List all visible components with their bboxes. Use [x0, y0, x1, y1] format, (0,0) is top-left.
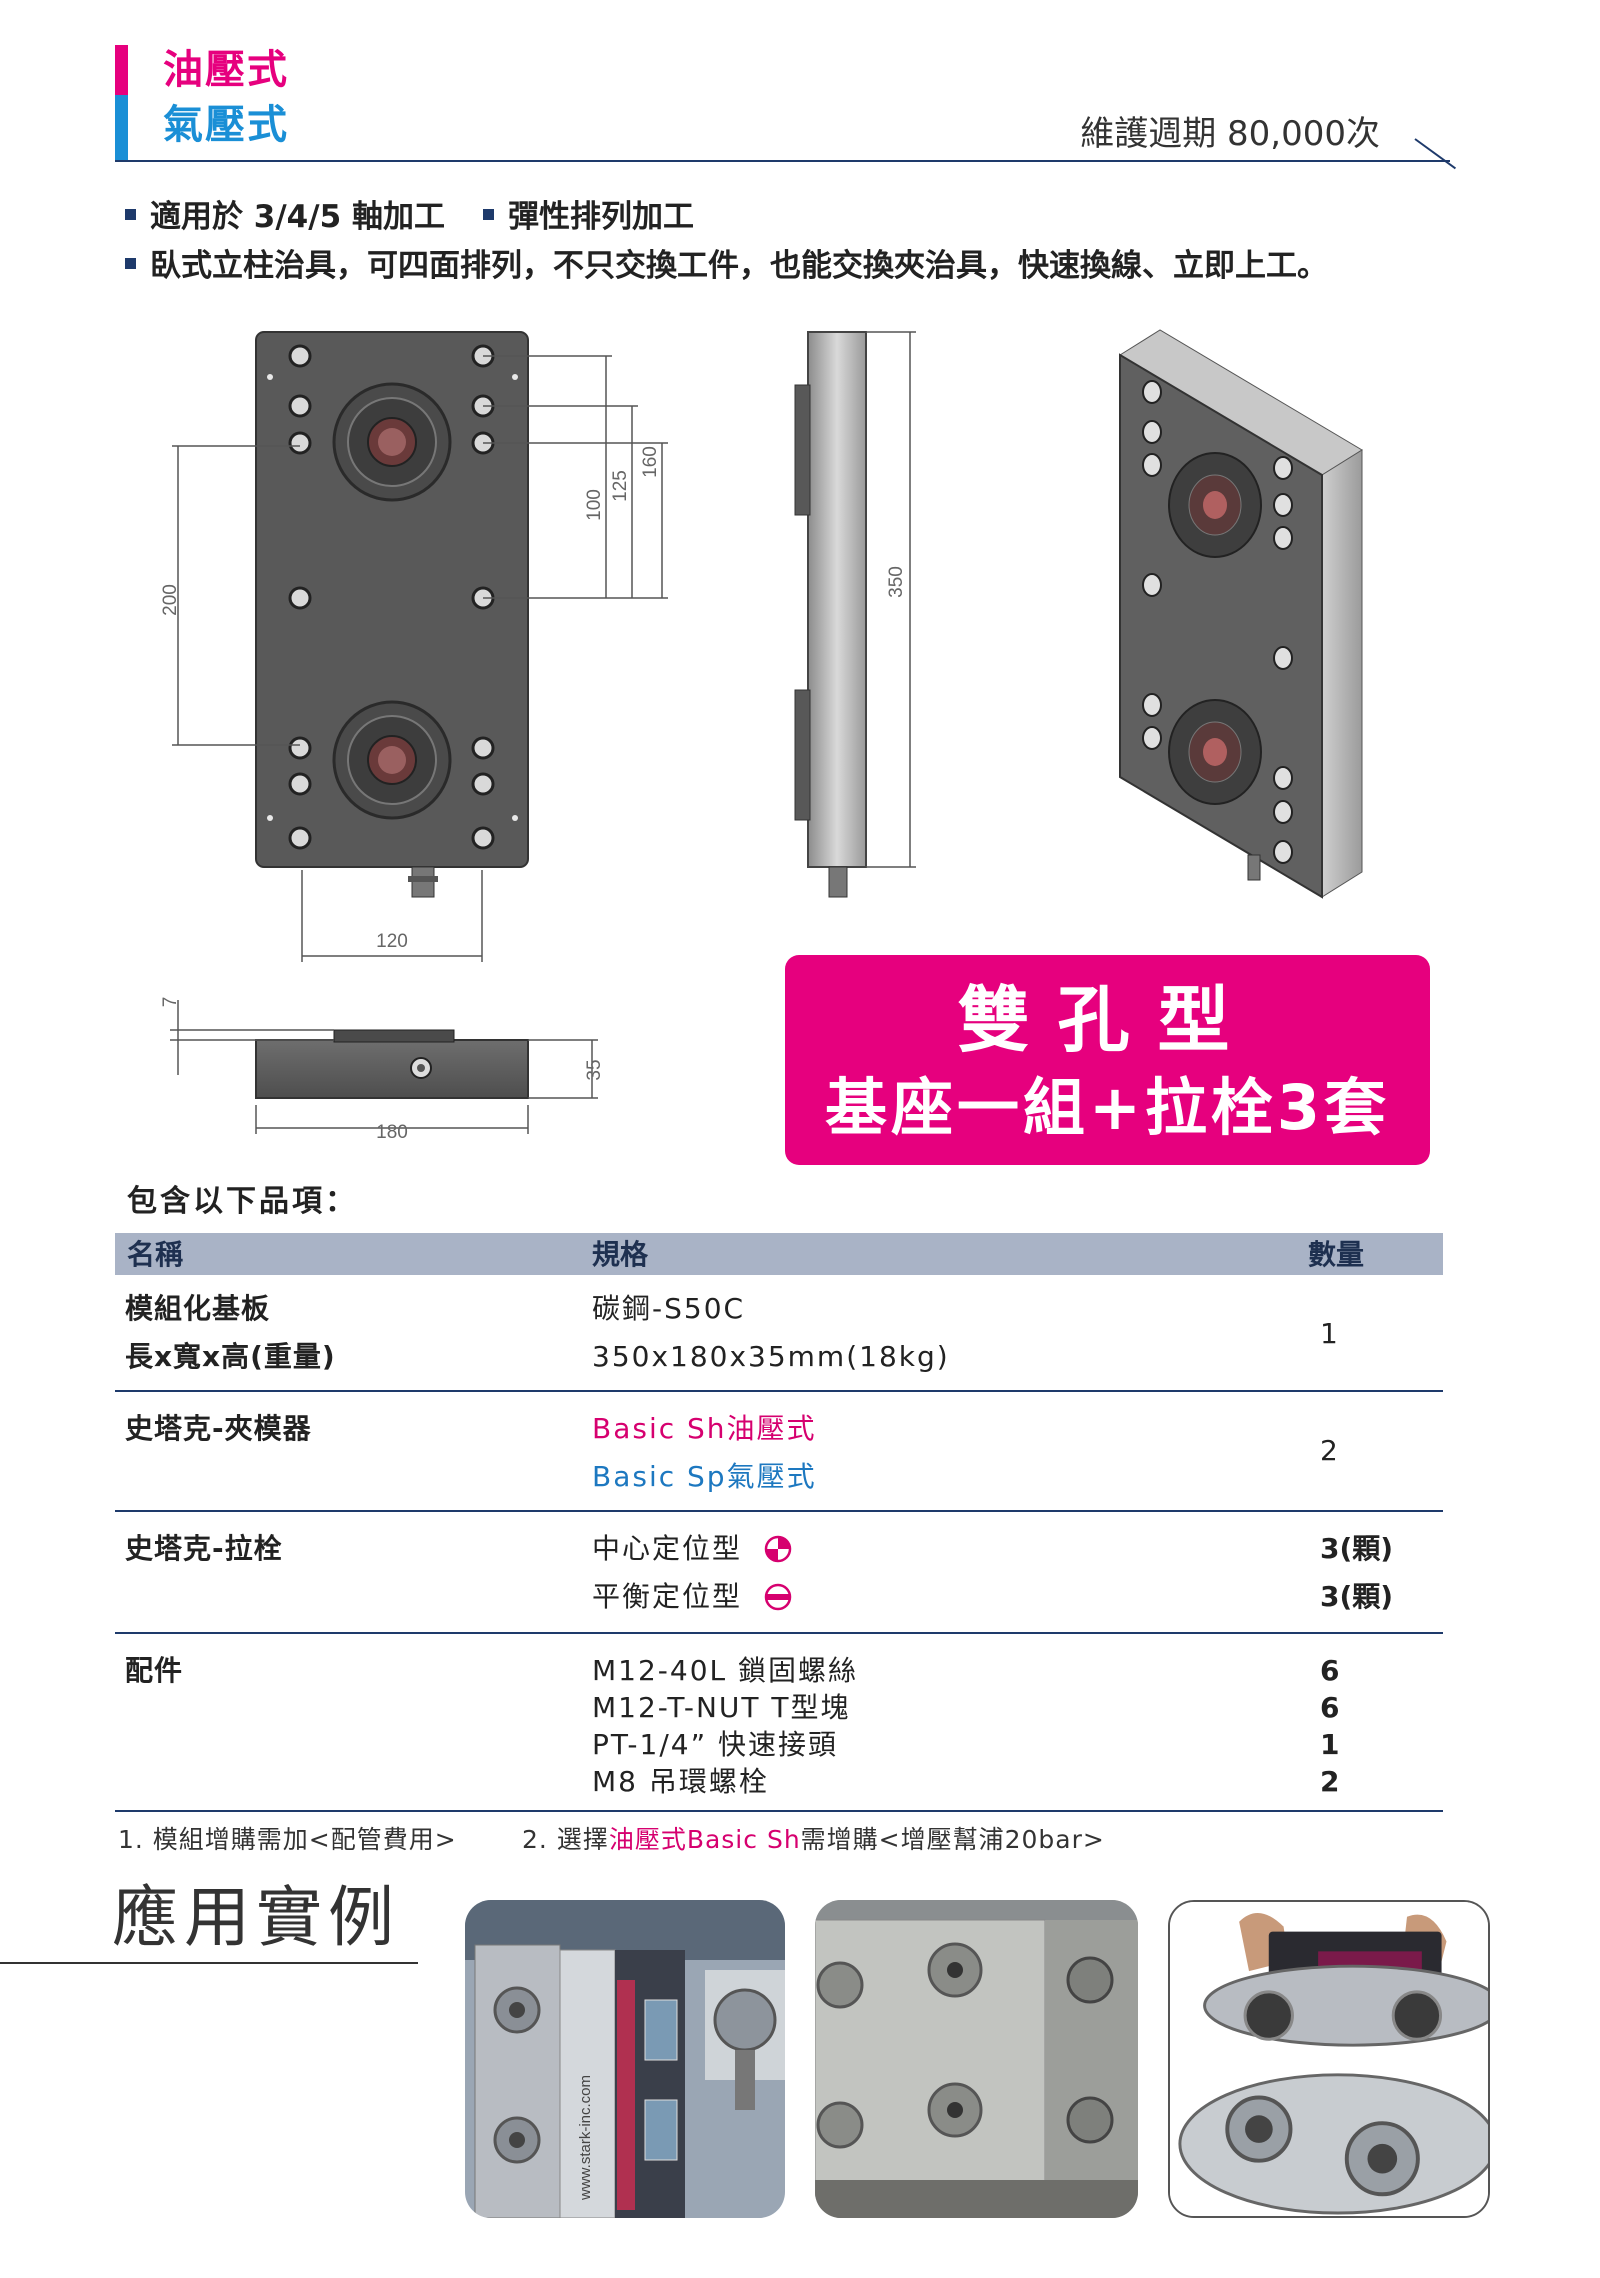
dim-label-200: 200: [160, 584, 181, 616]
row-baseplate-dim-label: 長x寬x高(重量): [125, 1340, 336, 1373]
column-header-name: 名稱: [127, 1238, 184, 1271]
row-divider: [115, 1390, 1443, 1392]
dim-label-160: 160: [640, 446, 661, 478]
row-divider: [115, 1510, 1443, 1512]
header-divider: [115, 160, 1450, 162]
row-clamp-name: 史塔克-夾模器: [125, 1412, 312, 1445]
dim-label-180: 180: [376, 1122, 408, 1143]
row-divider: [115, 1632, 1443, 1634]
row-pullstud-qty-center: 3(顆): [1320, 1532, 1394, 1565]
row-clamp-qty: 2: [1320, 1434, 1338, 1467]
feature-line-1: 適用於 3/4/5 軸加工 彈性排列加工: [125, 197, 694, 237]
table-header: [115, 1233, 1443, 1275]
column-header-qty: 數量: [1308, 1238, 1365, 1271]
row-clamp-spec-hydraulic: Basic Sh油壓式: [592, 1412, 817, 1445]
type-hydraulic-label: 油壓式: [163, 47, 289, 93]
bottom-view: [255, 1029, 529, 1099]
technical-drawings: 200 100 125 160 120 350: [160, 329, 1363, 1143]
row-baseplate-dimensions: 350x180x35mm(18kg): [592, 1340, 950, 1373]
row-accessory-spec: M12-T-NUT T型塊: [592, 1691, 851, 1724]
row-accessory-qty: 6: [1320, 1691, 1340, 1724]
badge-type: 雙孔型: [957, 978, 1258, 1062]
bullet-square-icon: [125, 258, 136, 269]
type-pneumatic-label: 氣壓式: [163, 102, 289, 148]
header-divider-tail: [1414, 138, 1457, 170]
header-accent-blue: [115, 95, 128, 160]
header-accent-pink: [115, 45, 128, 95]
row-accessory-qty: 2: [1320, 1765, 1340, 1798]
note-pump-suffix: 需增購<增壓幫浦20bar>: [800, 1825, 1105, 1854]
row-accessory-spec: M12-40L 鎖固螺絲: [592, 1654, 859, 1687]
front-dimensions: [172, 355, 668, 962]
row-clamp-spec-pneumatic: Basic Sp氣壓式: [592, 1460, 817, 1493]
dim-label-100: 100: [584, 489, 605, 521]
side-view: [794, 331, 867, 898]
feature-flexible-arrangement: 彈性排列加工: [507, 199, 694, 235]
application-photo-quick-change: [1168, 1900, 1490, 2218]
row-baseplate-qty: 1: [1320, 1317, 1338, 1350]
dim-label-7: 7: [160, 997, 181, 1008]
isometric-view: [1119, 329, 1363, 899]
note-pump-highlight: 油壓式Basic Sh: [608, 1825, 801, 1854]
row-pullstud-spec-balance: 平衡定位型: [592, 1580, 743, 1613]
note-pump: 2. 選擇油壓式Basic Sh需增購<增壓幫浦20bar>: [522, 1822, 1105, 1858]
dim-label-120: 120: [376, 931, 408, 952]
dim-label-350: 350: [886, 566, 907, 598]
note-pump-prefix: 2. 選擇: [522, 1825, 609, 1854]
dim-label-125: 125: [610, 470, 631, 502]
row-accessory-spec: PT-1/4” 快速接頭: [592, 1728, 838, 1761]
photo-watermark-url: www.stark-inc.com: [577, 2075, 594, 2201]
row-baseplate-name: 模組化基板: [125, 1292, 271, 1325]
badge-contents: 基座一組+拉栓3套: [824, 1071, 1391, 1144]
bullet-square-icon: [125, 209, 136, 220]
balance-locating-icon: [764, 1583, 792, 1611]
note-piping-fee: 1. 模組增購需加<配管費用>: [118, 1825, 457, 1854]
row-baseplate-material: 碳鋼-S50C: [592, 1292, 746, 1325]
bullet-square-icon: [482, 209, 494, 220]
included-items-title: 包含以下品項：: [127, 1184, 358, 1219]
row-divider: [115, 1810, 1443, 1812]
applications-underline: [0, 1962, 418, 1964]
row-accessories-name: 配件: [125, 1654, 184, 1687]
feature-axis-machining: 適用於 3/4/5 軸加工: [150, 199, 445, 235]
row-pullstud-qty-balance: 3(顆): [1320, 1580, 1394, 1613]
row-pullstud-spec-center: 中心定位型: [592, 1532, 743, 1565]
dim-label-35: 35: [584, 1059, 605, 1080]
feature-horizontal-fixture: 臥式立柱治具，可四面排列，不只交換工件，也能交換夾治具，快速換線、立即上工。: [150, 248, 1328, 284]
column-header-spec: 規格: [592, 1238, 649, 1271]
center-locating-icon: [764, 1535, 792, 1563]
maintenance-cycle: 維護週期 80,000次: [1080, 114, 1380, 154]
application-photo-fixture-block: [815, 1900, 1138, 2218]
row-accessory-spec: M8 吊環螺栓: [592, 1765, 769, 1798]
application-photo-machining: www.stark-inc.com: [465, 1900, 785, 2218]
front-view: [255, 331, 529, 898]
feature-line-2: 臥式立柱治具，可四面排列，不只交換工件，也能交換夾治具，快速換線、立即上工。: [125, 246, 1328, 286]
product-type-badge: 雙孔型 基座一組+拉栓3套: [785, 955, 1430, 1165]
applications-title: 應用實例: [112, 1879, 400, 1956]
row-pullstud-name: 史塔克-拉栓: [125, 1532, 283, 1565]
row-accessory-qty: 1: [1320, 1728, 1340, 1761]
row-accessory-qty: 6: [1320, 1654, 1340, 1687]
